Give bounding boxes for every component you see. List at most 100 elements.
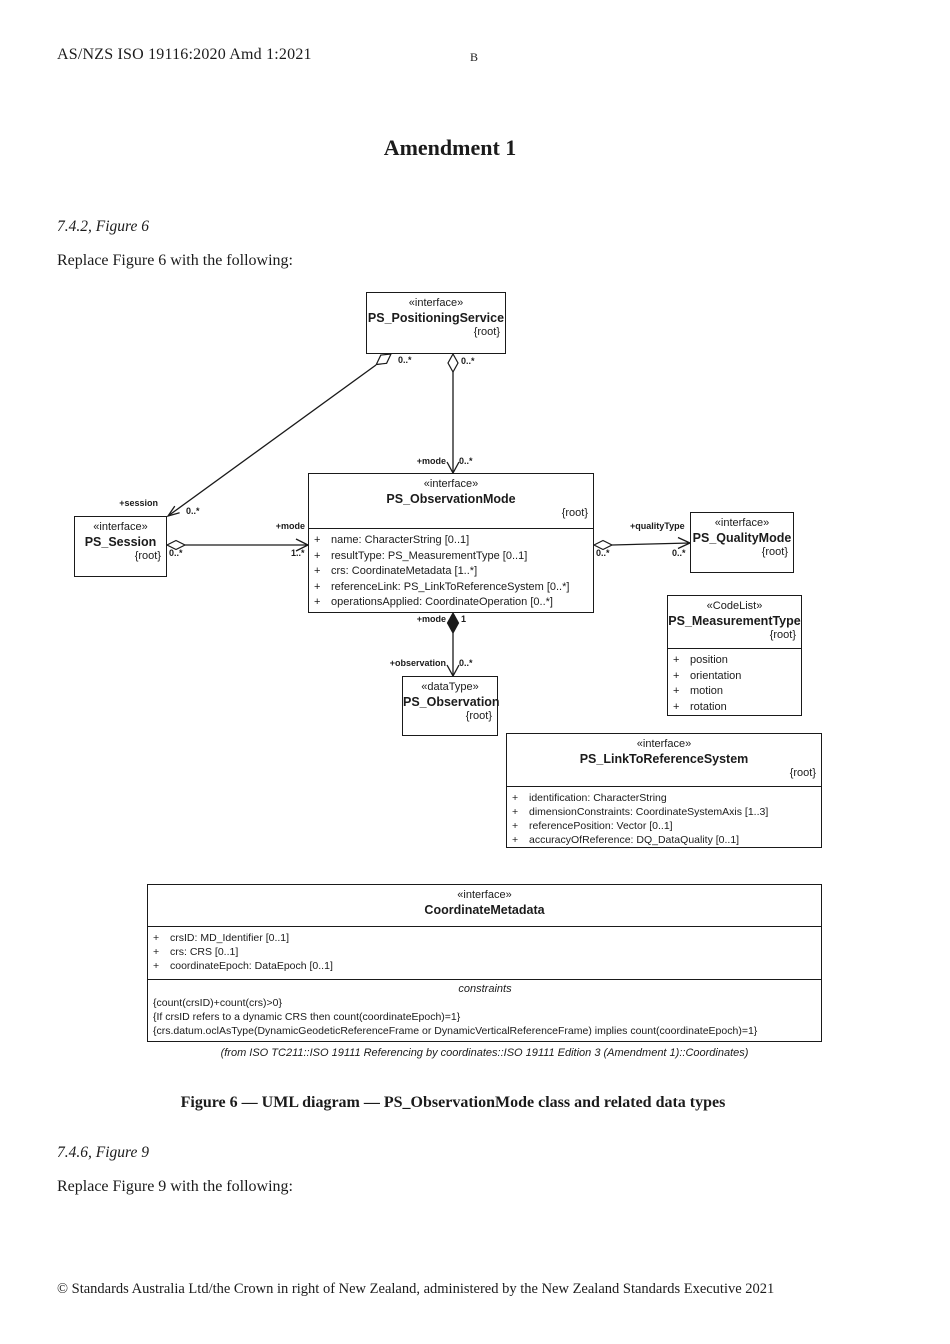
attribute-text: identification: CharacterString	[529, 792, 667, 804]
class-header: «interface» PS_Session {root}	[75, 517, 166, 563]
aggregation-diamond-service-mode	[447, 352, 459, 374]
visibility-plus: +	[512, 792, 519, 804]
visibility-plus: +	[314, 534, 321, 546]
multiplicity-label: 1..*	[291, 548, 305, 558]
uml-class-ps-observation-mode: «interface» PS_ObservationMode {root} + n…	[308, 473, 594, 613]
class-attribute: + crs: CoordinateMetadata [1..*]	[314, 564, 589, 580]
visibility-plus: +	[673, 669, 680, 682]
class-header: «CodeList» PS_MeasurementType {root}	[668, 596, 801, 648]
role-label-mode-left: +mode	[275, 521, 305, 531]
attribute-text: orientation	[690, 669, 742, 682]
attribute-text: position	[690, 654, 728, 666]
constraint-text: {crs.datum.oclAsType(DynamicGeodeticRefe…	[153, 1025, 758, 1037]
multiplicity-label: 0..*	[186, 506, 200, 516]
class-attribute: + name: CharacterString [0..1]	[314, 533, 589, 549]
class-header: «dataType» PS_Observation {root}	[403, 677, 500, 723]
class-header: «interface» CoordinateMetadata	[148, 885, 821, 926]
class-name: PS_Observation	[403, 695, 500, 709]
visibility-plus: +	[512, 806, 519, 818]
class-attribute: + referenceLink: PS_LinkToReferenceSystem…	[314, 580, 589, 596]
attribute-text: crsID: MD_Identifier [0..1]	[170, 932, 290, 944]
attribute-text: dimensionConstraints: CoordinateSystemAx…	[529, 806, 769, 818]
arrowhead-quality	[677, 536, 692, 550]
uml-class-ps-session: «interface» PS_Session {root}	[74, 516, 167, 577]
class-root-property: {root}	[134, 550, 161, 562]
constraint-text: {count(crsID)+count(crs)>0}	[153, 997, 282, 1009]
class-attribute: + dimensionConstraints: CoordinateSystemA…	[512, 805, 817, 819]
class-name: PS_QualityMode	[692, 531, 792, 545]
class-name: PS_Session	[84, 535, 157, 549]
constraints-compartment: constraints {count(crsID)+count(crs)>0} …	[148, 979, 821, 1038]
attribute-text: rotation	[690, 700, 727, 713]
class-name: PS_ObservationMode	[386, 492, 516, 506]
constraint-text: {If crsID refers to a dynamic CRS then c…	[153, 1011, 461, 1023]
visibility-plus: +	[314, 565, 321, 577]
class-root-property: {root}	[769, 629, 796, 641]
class-root-property: {root}	[789, 767, 816, 779]
page-header-center: B	[470, 50, 479, 64]
visibility-plus: +	[314, 580, 321, 593]
uml-class-ps-quality-mode: «interface» PS_QualityMode {root}	[690, 512, 794, 573]
role-label-mode-top: +mode	[416, 456, 446, 466]
attributes-compartment: + identification: CharacterString + dimens…	[507, 786, 821, 847]
class-name: PS_LinkToReferenceSystem	[579, 752, 749, 766]
class-attribute: +crsID: MD_Identifier [0..1]	[153, 931, 817, 945]
attribute-text: accuracyOfReference: DQ_DataQuality [0..…	[529, 834, 740, 846]
visibility-plus: +	[673, 700, 680, 713]
role-label-quality-type: +qualityType	[630, 521, 685, 531]
attribute-text: resultType: PS_MeasurementType [0..1]	[331, 549, 528, 562]
attributes-compartment: +position + orientation +motion + rotation	[668, 648, 801, 715]
uml-class-ps-link-to-reference-system: «interface» PS_LinkToReferenceSystem {ro…	[506, 733, 822, 848]
class-header: «interface» PS_LinkToReferenceSystem {ro…	[507, 734, 821, 786]
multiplicity-label: 0..*	[398, 355, 412, 365]
class-root-property: {root}	[561, 507, 588, 519]
arrowhead-observation	[446, 664, 460, 678]
section-body-742: Replace Figure 6 with the following:	[57, 252, 293, 269]
class-attribute: +coordinateEpoch: DataEpoch [0..1]	[153, 959, 817, 973]
page-header-left: AS/NZS ISO 19116:2020 Amd 1:2021	[57, 46, 312, 63]
class-stereotype: «interface»	[423, 478, 479, 490]
class-attribute: + rotation	[673, 700, 797, 716]
uml-class-ps-observation: «dataType» PS_Observation {root}	[402, 676, 500, 736]
attribute-text: operationsApplied: CoordinateOperation […	[331, 596, 553, 608]
multiplicity-label: 0..*	[596, 548, 610, 558]
diagram-source-note: (from ISO TC211::ISO 19111 Referencing b…	[220, 1047, 749, 1059]
class-attribute: + orientation	[673, 669, 797, 685]
role-label-observation: +observation	[389, 658, 446, 668]
association-mode-quality	[611, 542, 691, 546]
class-header: «interface» PS_QualityMode {root}	[691, 513, 793, 559]
attribute-text: crs: CRS [0..1]	[170, 946, 239, 958]
class-name: PS_PositioningService	[367, 311, 505, 325]
attribute-text: referenceLink: PS_LinkToReferenceSystem …	[331, 580, 570, 593]
arrowhead-mode-top	[446, 461, 460, 475]
class-attribute: +motion	[673, 684, 797, 700]
multiplicity-label: 0..*	[672, 548, 686, 558]
class-attribute: + accuracyOfReference: DQ_DataQuality [0.…	[512, 833, 817, 847]
attributes-compartment: + name: CharacterString [0..1] + resultTyp…	[309, 528, 593, 612]
uml-class-ps-measurement-type: «CodeList» PS_MeasurementType {root} +po…	[667, 595, 802, 716]
class-stereotype: «interface»	[408, 297, 464, 309]
attribute-text: name: CharacterString [0..1]	[331, 534, 470, 546]
class-attribute: +position	[673, 653, 797, 669]
class-attribute: +referencePosition: Vector [0..1]	[512, 819, 817, 833]
composition-diamond-observation	[446, 611, 460, 635]
uml-class-ps-positioning-service: «interface» PS_PositioningService {root}	[366, 292, 506, 354]
multiplicity-label: 0..*	[461, 356, 475, 366]
class-stereotype: «interface»	[636, 738, 692, 750]
multiplicity-label: 0..*	[459, 658, 473, 668]
class-header: «interface» PS_ObservationMode {root}	[309, 474, 593, 528]
section-heading-746: 7.4.6, Figure 9	[57, 1144, 149, 1161]
class-stereotype: «dataType»	[421, 681, 479, 693]
attribute-text: crs: CoordinateMetadata [1..*]	[331, 565, 478, 577]
attribute-text: motion	[690, 685, 724, 697]
multiplicity-label: 0..*	[169, 548, 183, 558]
class-root-property: {root}	[473, 326, 500, 338]
uml-class-coordinate-metadata: «interface» CoordinateMetadata +crsID: M…	[147, 884, 822, 1042]
attributes-compartment: +crsID: MD_Identifier [0..1] +crs: CRS […	[148, 926, 821, 979]
multiplicity-label: 1	[461, 614, 467, 624]
visibility-plus: +	[512, 834, 519, 846]
visibility-plus: +	[153, 960, 160, 972]
visibility-plus: +	[153, 946, 160, 958]
role-label-mode-comp: +mode	[416, 614, 446, 624]
